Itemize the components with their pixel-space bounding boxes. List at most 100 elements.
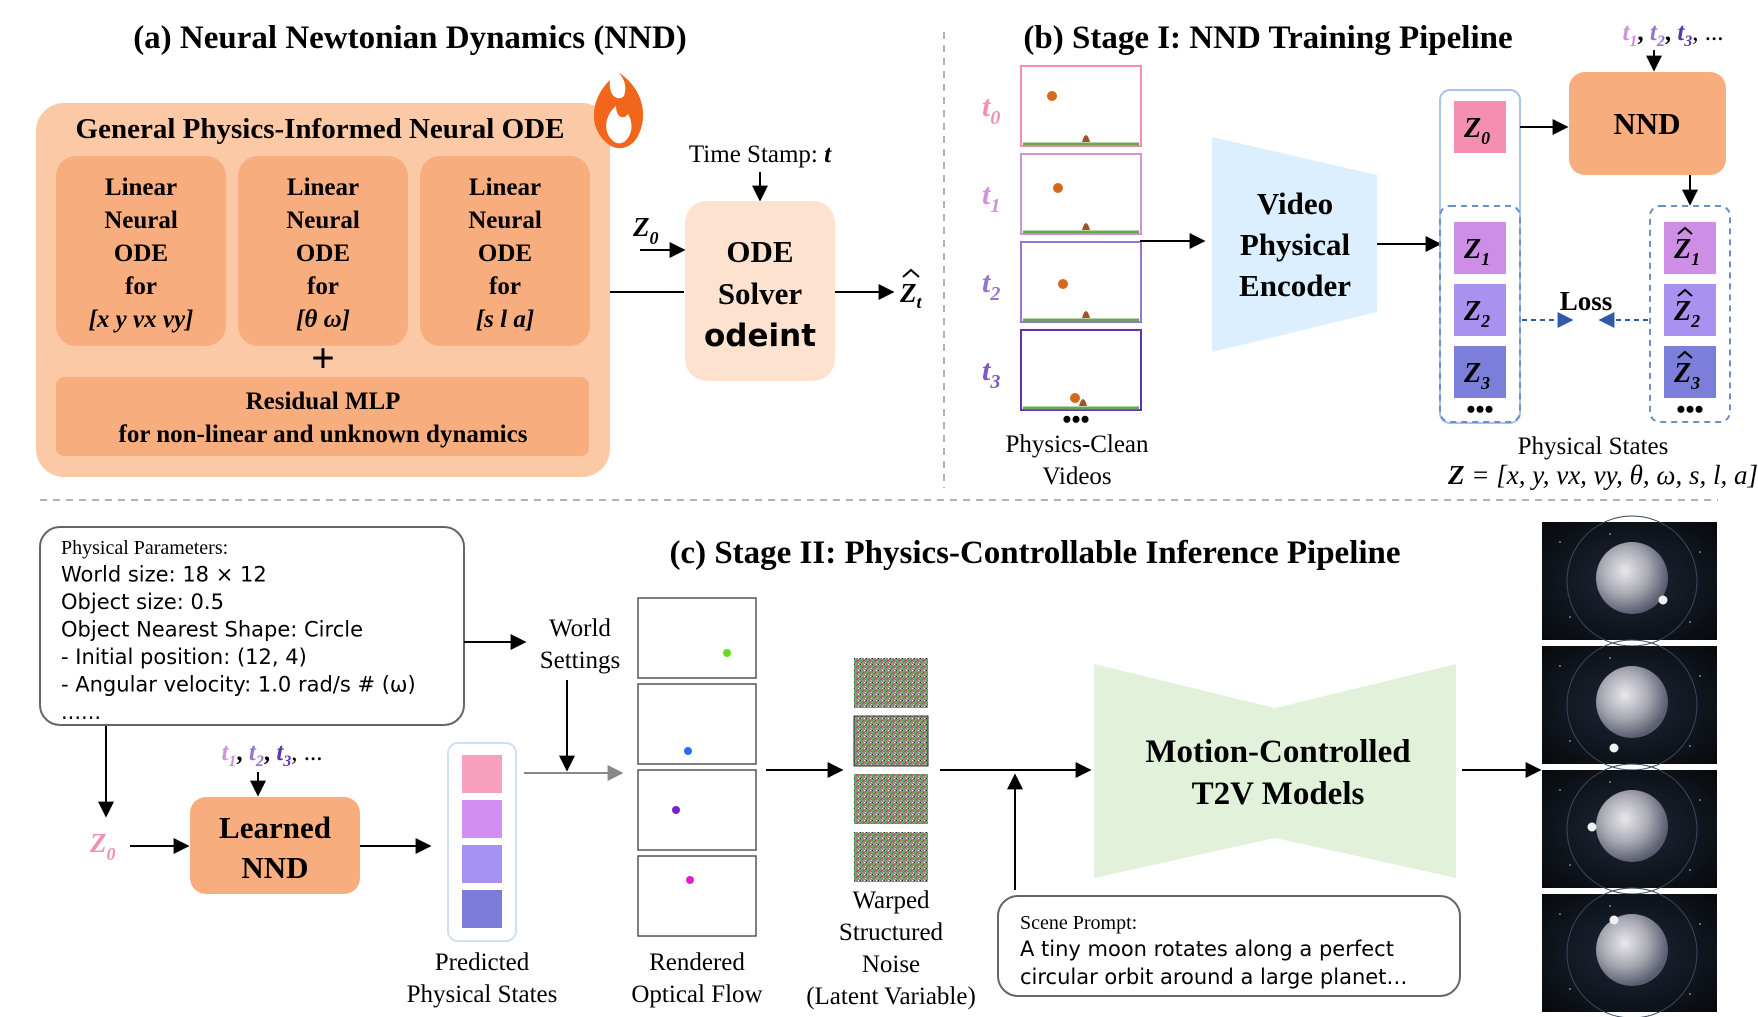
physical-parameters-box <box>39 526 465 726</box>
physical-parameters-text: Physical Parameters:World size: 18 × 12O… <box>61 537 416 724</box>
video-frame-2 <box>1020 241 1142 323</box>
z0-label: Z0 <box>632 212 659 248</box>
linear-ode-block-3 <box>420 156 590 346</box>
noise-caption-line1: Warped <box>852 887 930 914</box>
noise-frame-4 <box>854 832 928 882</box>
physical-states-caption: Physical States <box>1518 433 1669 460</box>
flow-caption-line1: Rendered <box>649 949 745 976</box>
zhat-state-2 <box>1664 284 1716 336</box>
linear-ode-block-line: for <box>125 273 157 300</box>
param-line: Object size: 0.5 <box>61 590 224 614</box>
zhat-state-3 <box>1664 346 1716 398</box>
linear-ode-block-line: Linear <box>105 174 177 201</box>
predicted-state-2 <box>462 845 502 883</box>
star <box>1689 869 1691 871</box>
time-stamp-label: Time Stamp: t <box>689 141 832 168</box>
linear-ode-block-line: for <box>307 273 339 300</box>
z-label-3: Z3 <box>1463 358 1490 393</box>
flow-dot-1 <box>684 747 692 755</box>
predicted-caption-line2: Physical States <box>407 981 558 1008</box>
encoder-line: Physical <box>1240 227 1351 262</box>
flow-frame-0 <box>637 597 757 679</box>
planet <box>1596 542 1668 614</box>
star <box>1569 616 1571 618</box>
linear-ode-block-line: ODE <box>114 240 168 267</box>
predicted-state-1 <box>462 800 502 838</box>
star <box>1699 799 1701 801</box>
param-line: - Initial position: (12, 4) <box>61 645 307 669</box>
ode-box-title: General Physics-Informed Neural ODE <box>76 113 565 145</box>
hat-mark <box>1677 350 1693 359</box>
predicted-states <box>462 755 502 928</box>
z-state-1 <box>1454 222 1506 274</box>
zhat-label-1: Z1 <box>1673 234 1700 269</box>
flow-frame-2 <box>637 769 757 851</box>
video-frame-1 <box>1020 153 1142 235</box>
linear-ode-block-line: [θ ω] <box>296 306 350 333</box>
param-line: Physical Parameters: <box>61 537 228 559</box>
star <box>1559 913 1561 915</box>
learned-nnd-line2: NND <box>241 850 308 885</box>
ball <box>1058 279 1068 289</box>
generated-video-frames <box>1542 515 1717 1017</box>
star <box>1559 541 1561 543</box>
star <box>1559 665 1561 667</box>
solver-line: ODE <box>726 234 793 269</box>
planet <box>1596 666 1668 738</box>
linear-ode-block-line: Neural <box>468 207 542 234</box>
flow-frame-1 <box>637 683 757 765</box>
video-dots: ••• <box>1062 405 1089 434</box>
moon <box>1587 822 1597 832</box>
videos-caption-line1: Physics-Clean <box>1005 431 1149 458</box>
hat-mark <box>1677 226 1693 235</box>
ode-solver-box <box>685 201 835 381</box>
z-label-0: Z0 <box>1463 113 1490 148</box>
z-label-1: Z1 <box>1463 234 1490 269</box>
solver-line: odeint <box>704 318 816 354</box>
obstacle <box>1082 135 1090 142</box>
z-state-3 <box>1454 346 1506 398</box>
planet <box>1596 790 1668 862</box>
panel-c-time-sequence: t1, t2, t3, ... <box>221 739 322 770</box>
star <box>1699 923 1701 925</box>
flow-frame-3 <box>637 855 757 937</box>
scene-prompt-line2: circular orbit around a large planet… <box>1020 965 1407 989</box>
planet <box>1596 914 1668 986</box>
t2v-line2: T2V Models <box>1192 776 1365 812</box>
star <box>1559 789 1561 791</box>
encoder-line: Encoder <box>1239 268 1351 303</box>
star <box>1609 905 1611 907</box>
scene-prompt-label: Scene Prompt: <box>1020 912 1137 934</box>
scene-prompt-line1: A tiny moon rotates along a perfect <box>1020 937 1394 961</box>
linear-ode-block-line: for <box>489 273 521 300</box>
video-frame-3 <box>1020 329 1142 411</box>
videos-caption-line2: Videos <box>1042 463 1111 490</box>
loss-label: Loss <box>1560 286 1613 316</box>
linear-ode-block-line: [x y vx vy] <box>89 306 194 333</box>
zhat-state-1 <box>1664 222 1716 274</box>
linear-ode-block-line: ODE <box>478 240 532 267</box>
predicted-caption-line1: Predicted <box>435 949 530 976</box>
noise-caption-line3: Noise <box>862 951 920 978</box>
orbit-ring <box>1566 887 1698 1017</box>
linear-ode-block-line: Linear <box>287 174 359 201</box>
noise-caption-line4: (Latent Variable) <box>806 983 976 1010</box>
star <box>1689 621 1691 623</box>
t2v-line1: Motion-Controlled <box>1145 734 1410 770</box>
residual-mlp-block <box>56 377 589 456</box>
z-state-2 <box>1454 284 1506 336</box>
flow-caption-line2: Optical Flow <box>631 981 762 1008</box>
zhat-label-2: Z2 <box>1673 296 1700 331</box>
nnd-box <box>1569 72 1726 175</box>
time-label-t1: t1 <box>982 178 1000 217</box>
residual-line2: for non-linear and unknown dynamics <box>119 421 528 448</box>
noise-caption-line2: Structured <box>839 919 944 946</box>
ball <box>1070 393 1080 403</box>
star <box>1689 745 1691 747</box>
fire-icon <box>593 72 644 149</box>
